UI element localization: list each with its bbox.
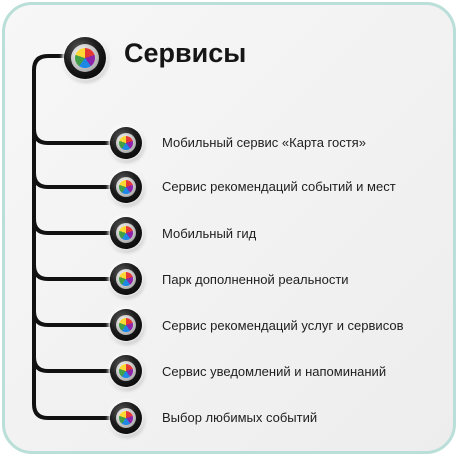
service-item-4: Парк дополненной реальности bbox=[162, 272, 349, 287]
item-orb-icon bbox=[110, 127, 142, 159]
service-item-6: Сервис уведомлений и напоминаний bbox=[162, 364, 387, 379]
service-item-1: Мобильный сервис «Карта гостя» bbox=[162, 135, 366, 150]
service-item-3: Мобильный гид bbox=[162, 226, 257, 241]
service-item-7: Выбор любимых событий bbox=[162, 410, 318, 425]
item-orb-icon bbox=[110, 263, 142, 295]
title-orb-icon bbox=[64, 37, 106, 79]
service-item-2: Сервис рекомендаций событий и мест bbox=[162, 179, 396, 194]
item-orb-icon bbox=[110, 171, 142, 203]
item-orb-icon bbox=[110, 355, 142, 387]
service-item-5: Сервис рекомендаций услуг и сервисов bbox=[162, 318, 404, 333]
diagram-title: Сервисы bbox=[124, 38, 247, 68]
item-orb-icon bbox=[110, 309, 142, 341]
item-orb-icon bbox=[110, 402, 142, 434]
item-orb-icon bbox=[110, 217, 142, 249]
